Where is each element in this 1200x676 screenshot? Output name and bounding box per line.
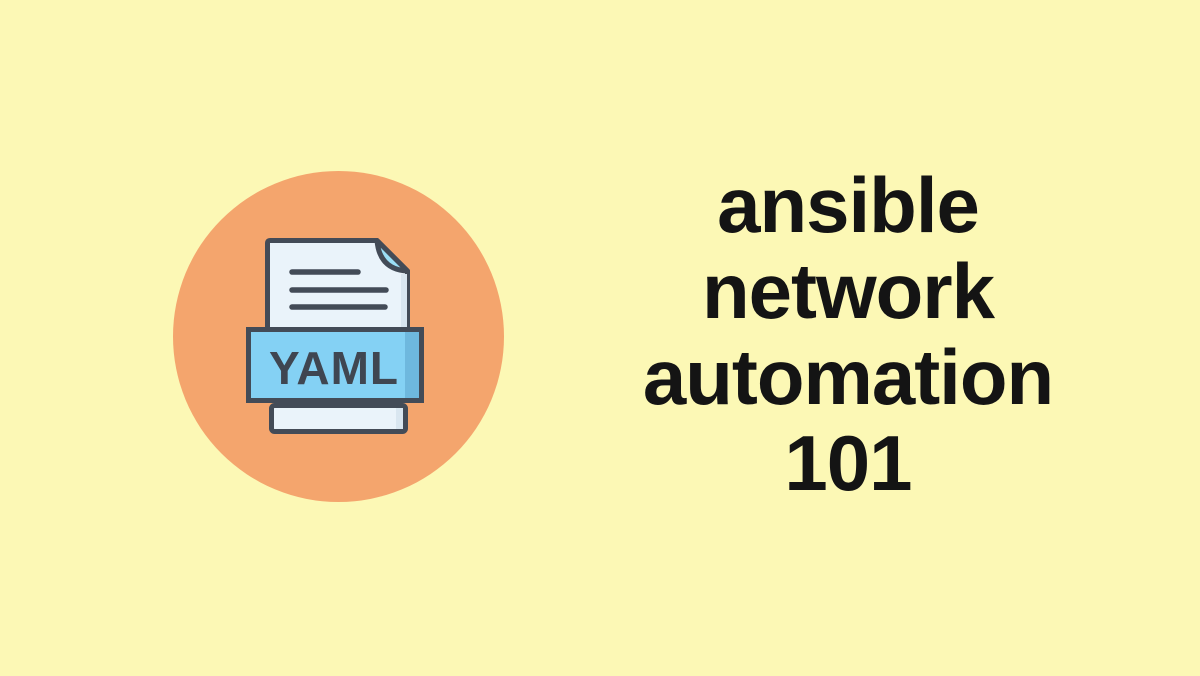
page-title: ansible network automation 101 xyxy=(548,162,1148,506)
document-text-lines xyxy=(289,269,389,310)
page-fold-icon xyxy=(374,238,410,274)
title-line-4: 101 xyxy=(784,419,912,507)
title-line-2: network xyxy=(701,247,995,335)
yaml-banner: YAML xyxy=(246,327,424,403)
document-bottom-strip xyxy=(269,403,408,434)
title-line-3: automation xyxy=(642,333,1054,421)
title-line-1: ansible xyxy=(717,161,980,249)
yaml-file-icon: YAML xyxy=(246,238,424,434)
yaml-label: YAML xyxy=(269,342,399,394)
